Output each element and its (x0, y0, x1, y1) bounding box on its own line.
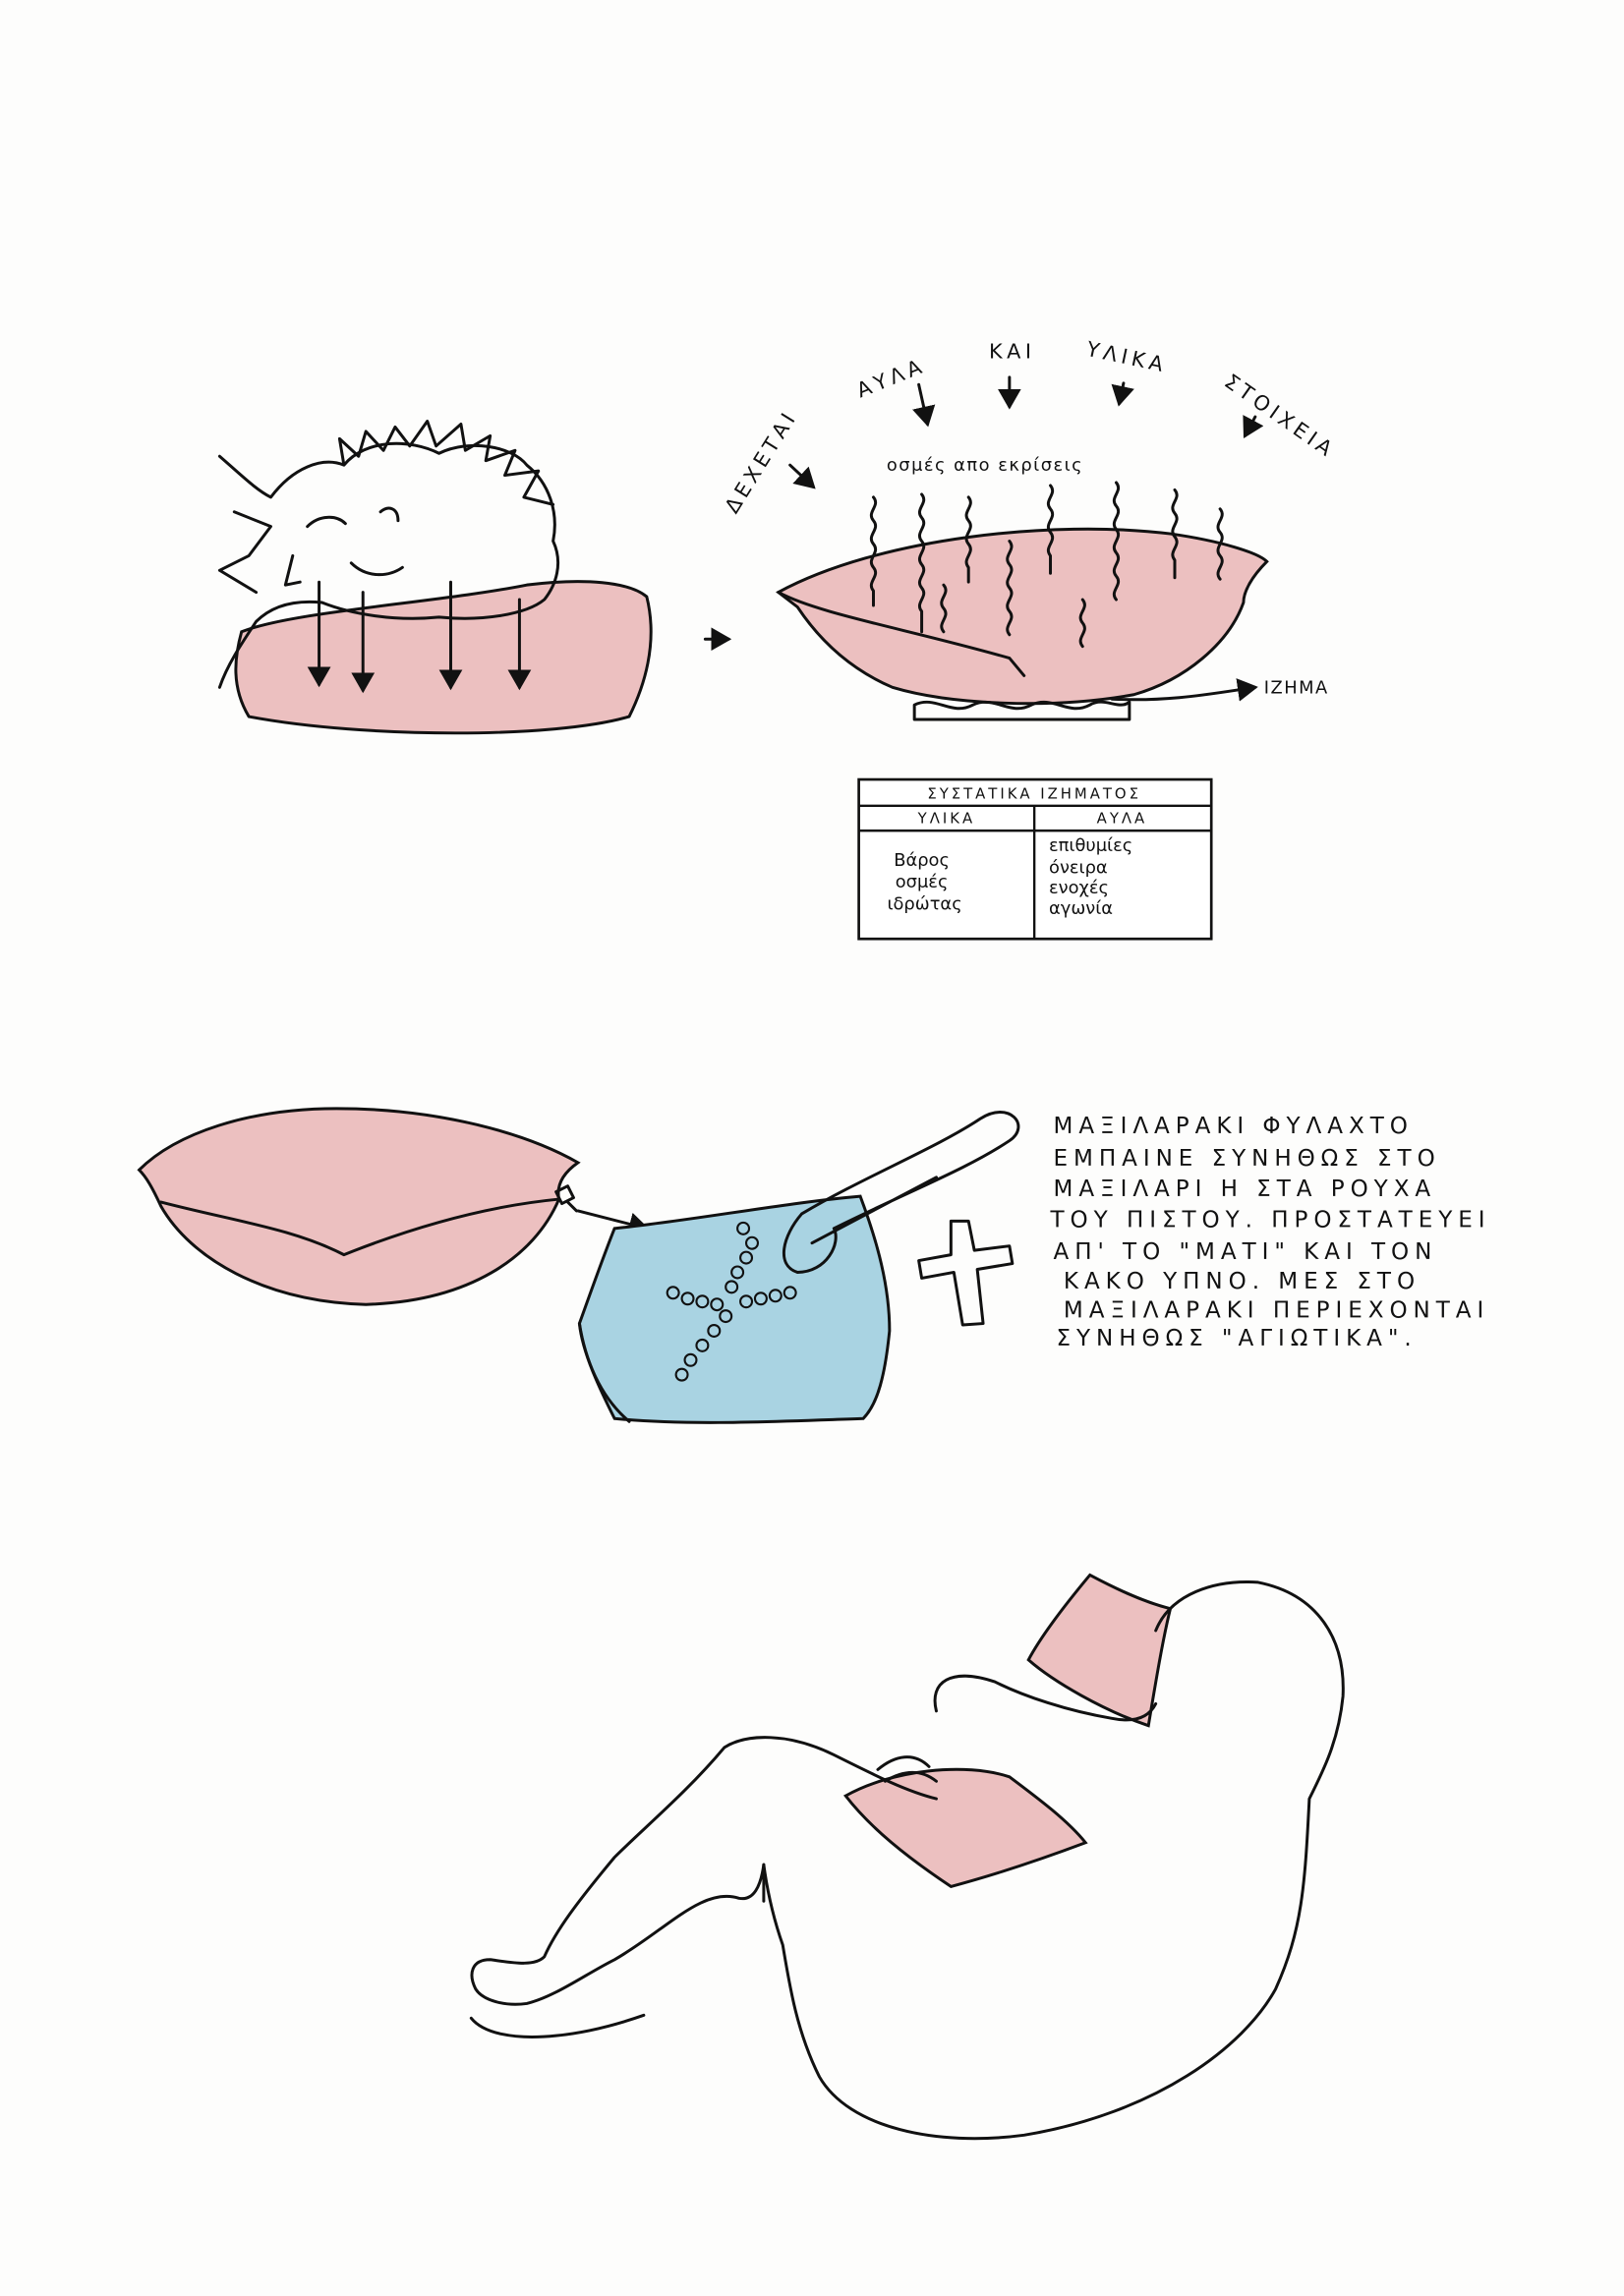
description-line: ΤΟΥ ΠΙΣΤΟΥ. ΠΡΟΣΤΑΤΕΥΕΙ (1050, 1207, 1491, 1233)
table-cell-immaterial: αγωνία (1049, 898, 1113, 919)
sediment-components-table: ΣΥΣΤΑΤΙΚΑ ΙΖΗΜΑΤΟΣ ΥΛΙΚΑ ΑΥΛΑ Βάρος οσμέ… (857, 777, 1213, 941)
amulet-pouch (577, 1194, 892, 1424)
head-pillow (1026, 1573, 1173, 1728)
smells-label: οσμές απο εκρίσεις (887, 455, 1083, 476)
description-line: ΑΠ' ΤΟ "ΜΑΤΙ" ΚΑΙ ΤΟΝ (1054, 1239, 1438, 1265)
sediment-pointer-arrow (1110, 678, 1258, 702)
pillow-seam (159, 1197, 561, 1257)
incoming-arrows (788, 375, 1264, 489)
hair-strands (337, 420, 555, 506)
small-pin (554, 1184, 578, 1213)
table-cell-immaterial: επιθυμίες (1049, 835, 1132, 856)
pillow-fold (777, 591, 1026, 677)
sediment-label: ΙΖΗΜΑ (1264, 677, 1329, 698)
description-line: ΜΑΞΙΛΑΡΑΚΙ ΦΥΛΑΧΤΟ (1054, 1114, 1414, 1139)
cross-pendant-icon (917, 1219, 1015, 1327)
arc-word-elements: ΣΤΟΙΧΕΙΑ (1220, 370, 1340, 463)
smell-squiggles (869, 481, 1224, 649)
arc-word-immaterial: ΑΥΛΑ (853, 354, 929, 403)
face-features (217, 506, 404, 595)
pressure-arrows (307, 580, 532, 694)
figure-outline (469, 1580, 1345, 2141)
arc-word-material: ΥΛΙΚΑ (1083, 337, 1169, 377)
pillow-pressed (234, 580, 653, 735)
pouch-edge (577, 1322, 631, 1423)
description-line: ΜΑΞΙΛΑΡΙ Η ΣΤΑ ΡΟΥΧΑ (1054, 1177, 1437, 1202)
pillow-receiving-illustration: ΔΕΧΕΤΑΙ ΑΥΛΑ ΚΑΙ ΥΛΙΚΑ ΣΤΟΙΧΕΙΑ οσμές απ… (721, 337, 1340, 721)
safety-pin (782, 1111, 1020, 1274)
amulet-description: ΜΑΞΙΛΑΡΑΚΙ ΦΥΛΑΧΤΟ ΕΜΠΑΙΝΕ ΣΥΝΗΘΩΣ ΣΤΟ Μ… (1050, 1114, 1491, 1351)
curled-figure-illustration (469, 1573, 1345, 2141)
table-header-immaterial: ΑΥΛΑ (1097, 810, 1147, 828)
table-cell-material: ιδρώτας (887, 893, 961, 914)
arc-word-and: ΚΑΙ (989, 340, 1035, 364)
description-line: ΜΑΞΙΛΑΡΑΚΙ ΠΕΡΙΕΧΟΝΤΑΙ (1064, 1298, 1489, 1324)
table-cell-immaterial: όνειρα (1049, 857, 1108, 878)
description-line: ΚΑΚΟ ΥΠΝΟ. ΜΕΣ ΣΤΟ (1064, 1269, 1421, 1294)
pillow-emptied (776, 527, 1269, 706)
sediment-deposit (912, 700, 1131, 721)
table-cell-material: οσμές (896, 872, 949, 892)
head-outline (217, 441, 560, 689)
pillow-amulet-illustration: ΜΑΞΙΛΑΡΑΚΙ ΦΥΛΑΧΤΟ ΕΜΠΑΙΝΕ ΣΥΝΗΘΩΣ ΣΤΟ Μ… (137, 1107, 1491, 1424)
bead-cross (666, 1221, 797, 1382)
table-cell-immaterial: ενοχές (1049, 878, 1109, 898)
description-line: ΣΥΝΗΘΩΣ "ΑΓΙΩΤΙΚΑ". (1056, 1326, 1417, 1351)
description-line: ΕΜΠΑΙΝΕ ΣΥΝΗΘΩΣ ΣΤΟ (1054, 1146, 1441, 1172)
table-cell-material: Βάρος (894, 850, 950, 871)
table-title: ΣΥΣΤΑΤΙΚΑ ΙΖΗΜΑΤΟΣ (927, 784, 1141, 802)
sleeper-on-pillow-illustration (217, 420, 653, 735)
table-header-material: ΥΛΙΚΑ (917, 810, 975, 828)
arc-word-receives: ΔΕΧΕΤΑΙ (721, 406, 803, 518)
hand-detail (876, 1755, 938, 1783)
belly-pillow (842, 1767, 1088, 1888)
